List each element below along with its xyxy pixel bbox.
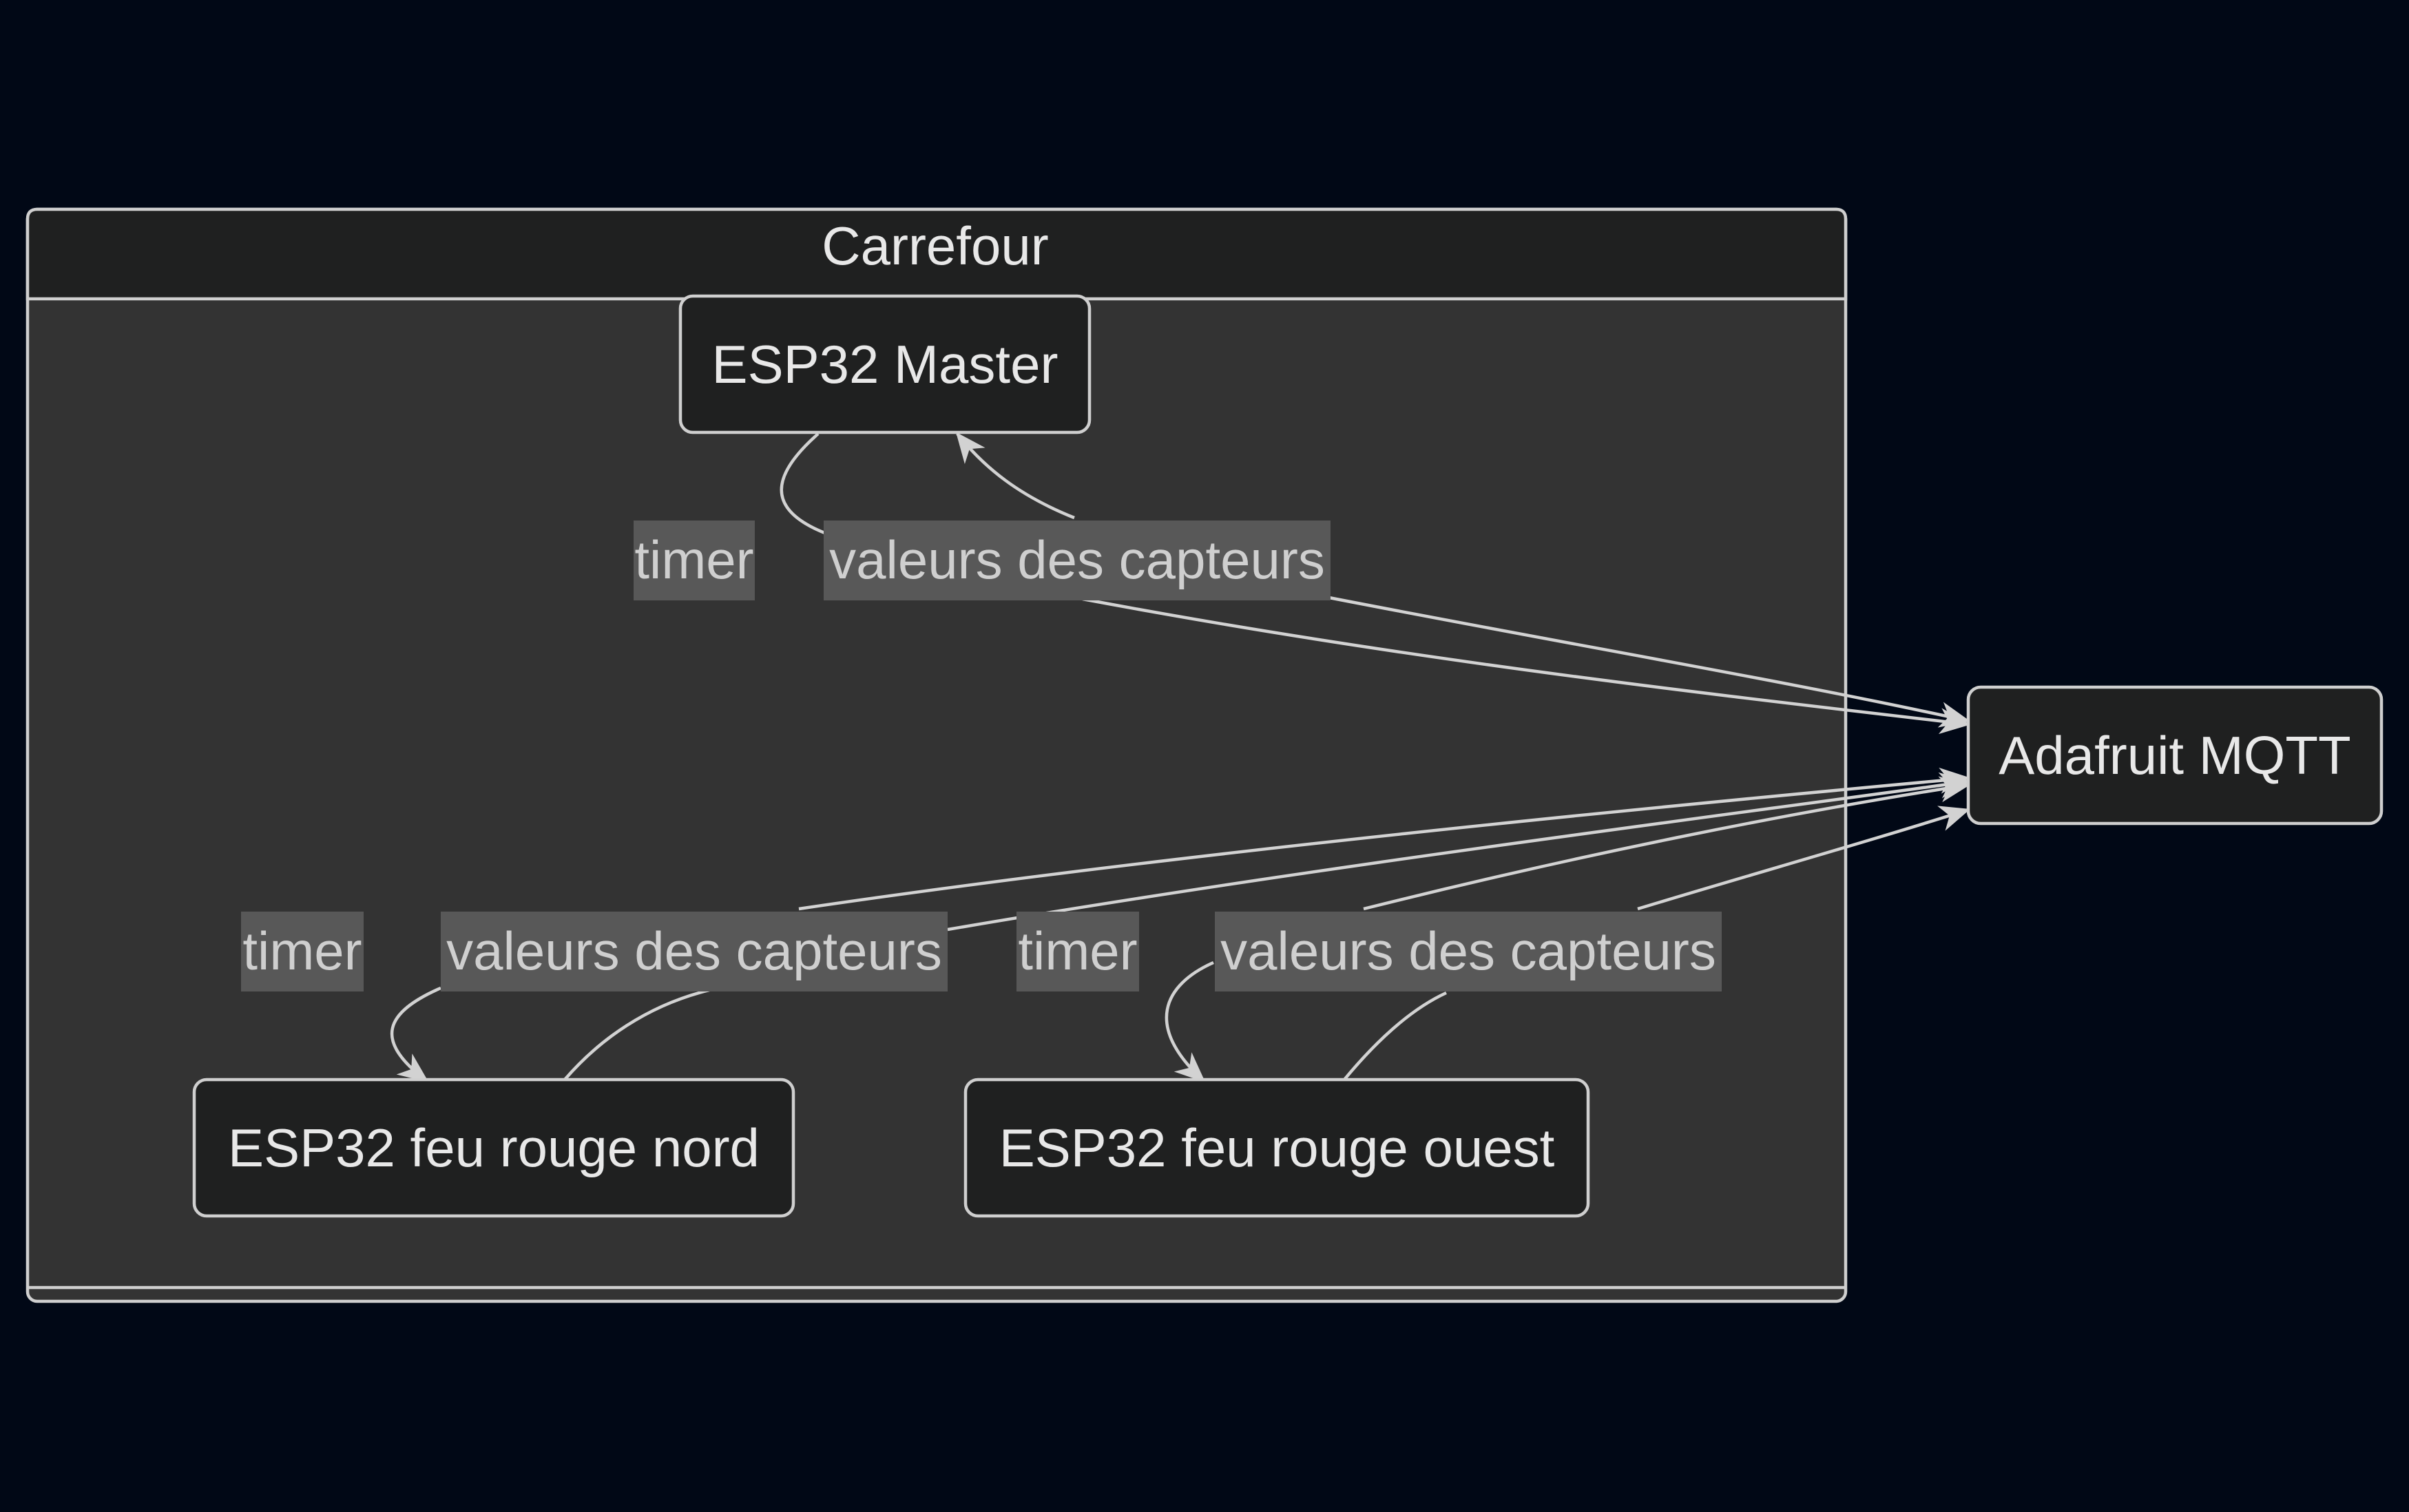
edge-label-nord-timer: timer bbox=[242, 921, 362, 981]
node-adafruit-mqtt[interactable]: Adafruit MQTT bbox=[1966, 685, 2384, 826]
edge-nord-mqtt-1 bbox=[798, 767, 1971, 911]
node-adafruit-mqtt-label: Adafruit MQTT bbox=[1999, 725, 2350, 786]
node-esp32-master-label: ESP32 Master bbox=[712, 334, 1058, 395]
cluster-title: Carrefour bbox=[822, 216, 1048, 276]
edge-ouest-timer-out bbox=[1343, 991, 1447, 1081]
node-esp32-master-box[interactable] bbox=[678, 294, 1092, 434]
edge-ouest-timer-in bbox=[1165, 960, 1214, 1083]
edge-label-ouest-timer-bg bbox=[1016, 912, 1139, 991]
node-esp32-nord-label: ESP32 feu rouge nord bbox=[228, 1117, 760, 1178]
edge-label-master-capteurs: valeurs des capteurs bbox=[829, 529, 1325, 590]
node-esp32-nord[interactable]: ESP32 feu rouge nord bbox=[192, 1078, 795, 1218]
node-adafruit-mqtt-box[interactable] bbox=[1966, 685, 2384, 826]
edge-ouest-mqtt-1 bbox=[1363, 776, 1971, 911]
edge-master-mqtt-2 bbox=[1328, 596, 1971, 728]
edge-label-ouest-timer: timer bbox=[1018, 921, 1137, 981]
edge-label-nord-capteurs: valeurs des capteurs bbox=[446, 921, 942, 981]
edge-master-timer-in bbox=[956, 432, 1075, 520]
edge-nord-timer-in bbox=[390, 986, 441, 1082]
edge-labels: timer valeurs des capteurs timer valeurs… bbox=[241, 521, 1722, 991]
edge-label-nord-timer-bg bbox=[241, 912, 364, 991]
node-esp32-master[interactable]: ESP32 Master bbox=[678, 294, 1092, 434]
cluster-header bbox=[25, 207, 1848, 301]
node-esp32-ouest-box[interactable] bbox=[963, 1078, 1590, 1218]
edge-label-ouest-capteurs-bg bbox=[1215, 912, 1722, 991]
node-esp32-nord-box[interactable] bbox=[192, 1078, 795, 1218]
node-esp32-ouest[interactable]: ESP32 feu rouge ouest bbox=[963, 1078, 1590, 1218]
edge-label-ouest-capteurs: valeurs des capteurs bbox=[1220, 921, 1716, 981]
edge-label-master-timer-bg bbox=[634, 521, 755, 600]
edge-label-master-capteurs-bg bbox=[824, 521, 1331, 600]
edge-nord-timer-out bbox=[563, 988, 710, 1081]
edge-master-timer-out bbox=[780, 432, 827, 536]
edge-nord-mqtt-2 bbox=[947, 772, 1971, 932]
edges bbox=[390, 432, 1971, 1083]
node-esp32-ouest-label: ESP32 feu rouge ouest bbox=[999, 1117, 1555, 1178]
edge-label-nord-capteurs-bg bbox=[441, 912, 948, 991]
edge-master-mqtt-1 bbox=[1082, 597, 1971, 735]
edge-label-master-timer: timer bbox=[634, 529, 753, 590]
edge-ouest-mqtt-2 bbox=[1637, 806, 1971, 911]
